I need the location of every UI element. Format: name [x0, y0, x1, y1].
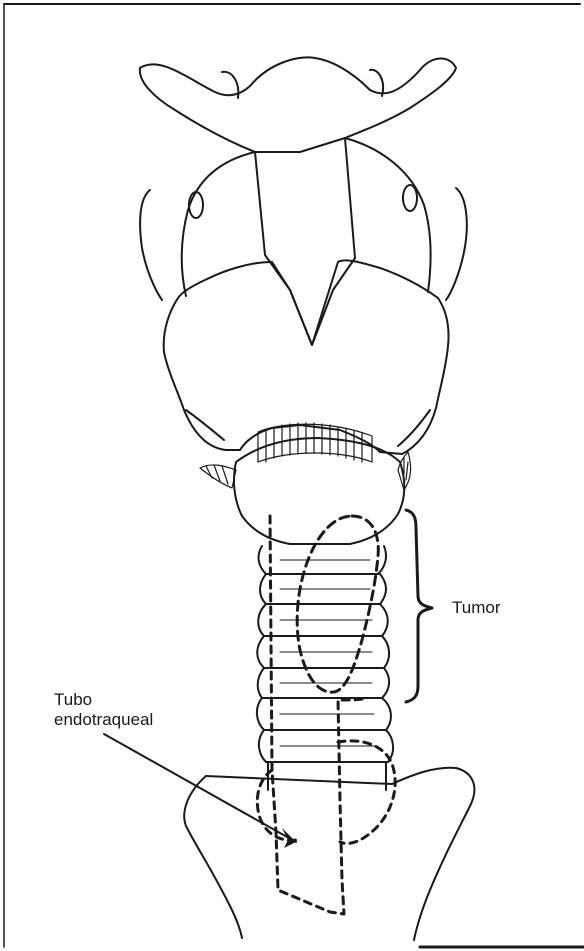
tube-label-arrowhead — [282, 828, 296, 848]
foramen-left — [189, 192, 203, 218]
superior-horn-right — [446, 188, 467, 300]
hyoid-bone — [140, 57, 456, 152]
sternum-right — [392, 768, 474, 940]
cricoid-cartilage — [234, 438, 404, 544]
cricothyroid-muscle-left — [200, 465, 236, 488]
thyroid-midline — [255, 138, 355, 345]
tube-label-line1: Tubo — [54, 690, 153, 710]
figure-frame — [4, 4, 584, 947]
endotracheal-tube-label: Tubo endotraqueal — [54, 690, 153, 730]
sternal-notch — [206, 776, 392, 784]
superior-horn-left — [140, 190, 162, 300]
tumor-brace — [406, 510, 432, 702]
sternum — [184, 776, 242, 938]
tube-cuff-right — [338, 741, 395, 844]
endotracheal-tube-outline — [270, 516, 366, 914]
foramen-right — [403, 185, 417, 211]
trachea — [257, 546, 393, 790]
tube-label-line2: endotraqueal — [54, 710, 153, 730]
shield-contour-right — [398, 410, 430, 446]
tumor-label: Tumor — [452, 598, 501, 618]
